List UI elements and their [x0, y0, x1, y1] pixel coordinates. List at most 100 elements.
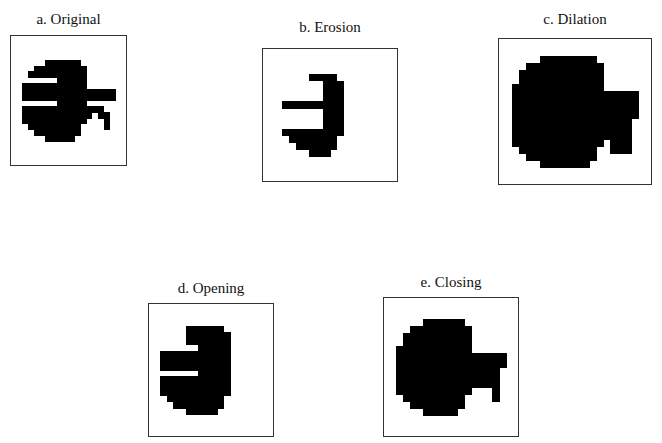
pixel-cell — [540, 133, 548, 141]
pixel-cell — [451, 326, 458, 333]
pixel-cell — [589, 56, 597, 64]
pixel-cell — [186, 376, 193, 383]
pixel-cell — [403, 346, 410, 353]
pixel-cell — [396, 353, 403, 360]
pixel-cell — [396, 388, 403, 395]
pixel-cell — [596, 133, 604, 141]
pixel-cell — [568, 147, 576, 155]
pixel-cell — [423, 353, 430, 360]
pixel-cell — [589, 126, 597, 134]
pixel-cell — [417, 360, 424, 367]
pixel-cell — [396, 374, 403, 381]
pixel-cell — [561, 63, 569, 71]
pixel-cell — [410, 360, 417, 367]
pixel-cell — [540, 63, 548, 71]
pixel-cell — [323, 129, 330, 136]
pixel-cell — [617, 140, 625, 148]
pixel-cell — [211, 357, 218, 364]
pixel-cell — [330, 94, 337, 101]
pixel-cell — [575, 56, 583, 64]
pixel-cell — [512, 126, 520, 134]
pixel-cell — [568, 70, 576, 78]
pixel-cell — [465, 346, 472, 353]
pixel-cell — [217, 345, 224, 352]
pixel-cell — [603, 119, 611, 127]
panel-frame — [262, 48, 398, 182]
pixel-cell — [330, 74, 337, 81]
pixel-cell — [86, 112, 92, 118]
pixel-cell — [211, 402, 218, 409]
pixel-cell — [57, 118, 63, 124]
pixel-cell — [451, 367, 458, 374]
pixel-cell — [403, 339, 410, 346]
pixel-cell — [437, 367, 444, 374]
pixel-cell — [561, 91, 569, 99]
pixel-cell — [396, 360, 403, 367]
pixel-cell — [316, 136, 323, 143]
pixel-cell — [330, 143, 337, 150]
pixel-cell — [57, 101, 63, 107]
pixel-cell — [403, 381, 410, 388]
pixel-cell — [51, 66, 57, 72]
pixel-cell — [444, 339, 451, 346]
pixel-cell — [465, 333, 472, 340]
pixel-cell — [547, 161, 555, 169]
pixel-cell — [337, 94, 344, 101]
pixel-cell — [192, 357, 199, 364]
pixel-cell — [437, 346, 444, 353]
pixel-cell — [444, 408, 451, 415]
pixel-cell — [74, 89, 80, 95]
pixel-cell — [173, 402, 180, 409]
pixel-cell — [533, 154, 541, 162]
pixel-cell — [74, 71, 80, 77]
pixel-cell — [179, 351, 186, 358]
pixel-cell — [465, 339, 472, 346]
pixel-cell — [561, 112, 569, 120]
pixel-cell — [582, 77, 590, 85]
pixel-cell — [423, 360, 430, 367]
panel-frame — [148, 303, 274, 437]
pixel-cell — [596, 70, 604, 78]
pixel-cell — [492, 395, 499, 402]
pixel-cell — [526, 105, 534, 113]
pixel-cell — [423, 381, 430, 388]
pixel-cell — [575, 126, 583, 134]
pixel-cell — [512, 119, 520, 127]
pixel-cell — [540, 70, 548, 78]
pixel-cell — [330, 81, 337, 88]
pixel-cell — [167, 376, 174, 383]
pixel-cell — [198, 326, 205, 333]
pixel-cell — [575, 77, 583, 85]
pixel-cell — [519, 112, 527, 120]
pixel-cell — [410, 381, 417, 388]
pixel-cell — [57, 136, 63, 142]
pixel-cell — [540, 112, 548, 120]
pixel-cell — [437, 388, 444, 395]
pixel-cell — [28, 95, 34, 101]
pixel-cell — [479, 374, 486, 381]
pixel-cell — [28, 106, 34, 112]
pixel-cell — [465, 360, 472, 367]
pixel-cell — [39, 83, 45, 89]
pixel-cell — [217, 376, 224, 383]
pixel-cell — [596, 119, 604, 127]
pixel-cell — [417, 326, 424, 333]
pixel-cell — [540, 140, 548, 148]
pixel-cell — [330, 122, 337, 129]
pixel-cell — [57, 66, 63, 72]
pixel-cell — [316, 74, 323, 81]
pixel-cell — [430, 374, 437, 381]
pixel-cell — [186, 332, 193, 339]
pixel-cell — [582, 70, 590, 78]
pixel-cell — [198, 332, 205, 339]
pixel-cell — [92, 106, 98, 112]
pixel-cell — [554, 147, 562, 155]
pixel-cell — [69, 106, 75, 112]
pixel-cell — [403, 395, 410, 402]
pixel-cell — [22, 118, 28, 124]
image-panel: a. Original — [10, 10, 127, 166]
pixel-cell — [617, 91, 625, 99]
pixel-cell — [526, 84, 534, 92]
pixel-cell — [173, 395, 180, 402]
pixel-cell — [410, 395, 417, 402]
